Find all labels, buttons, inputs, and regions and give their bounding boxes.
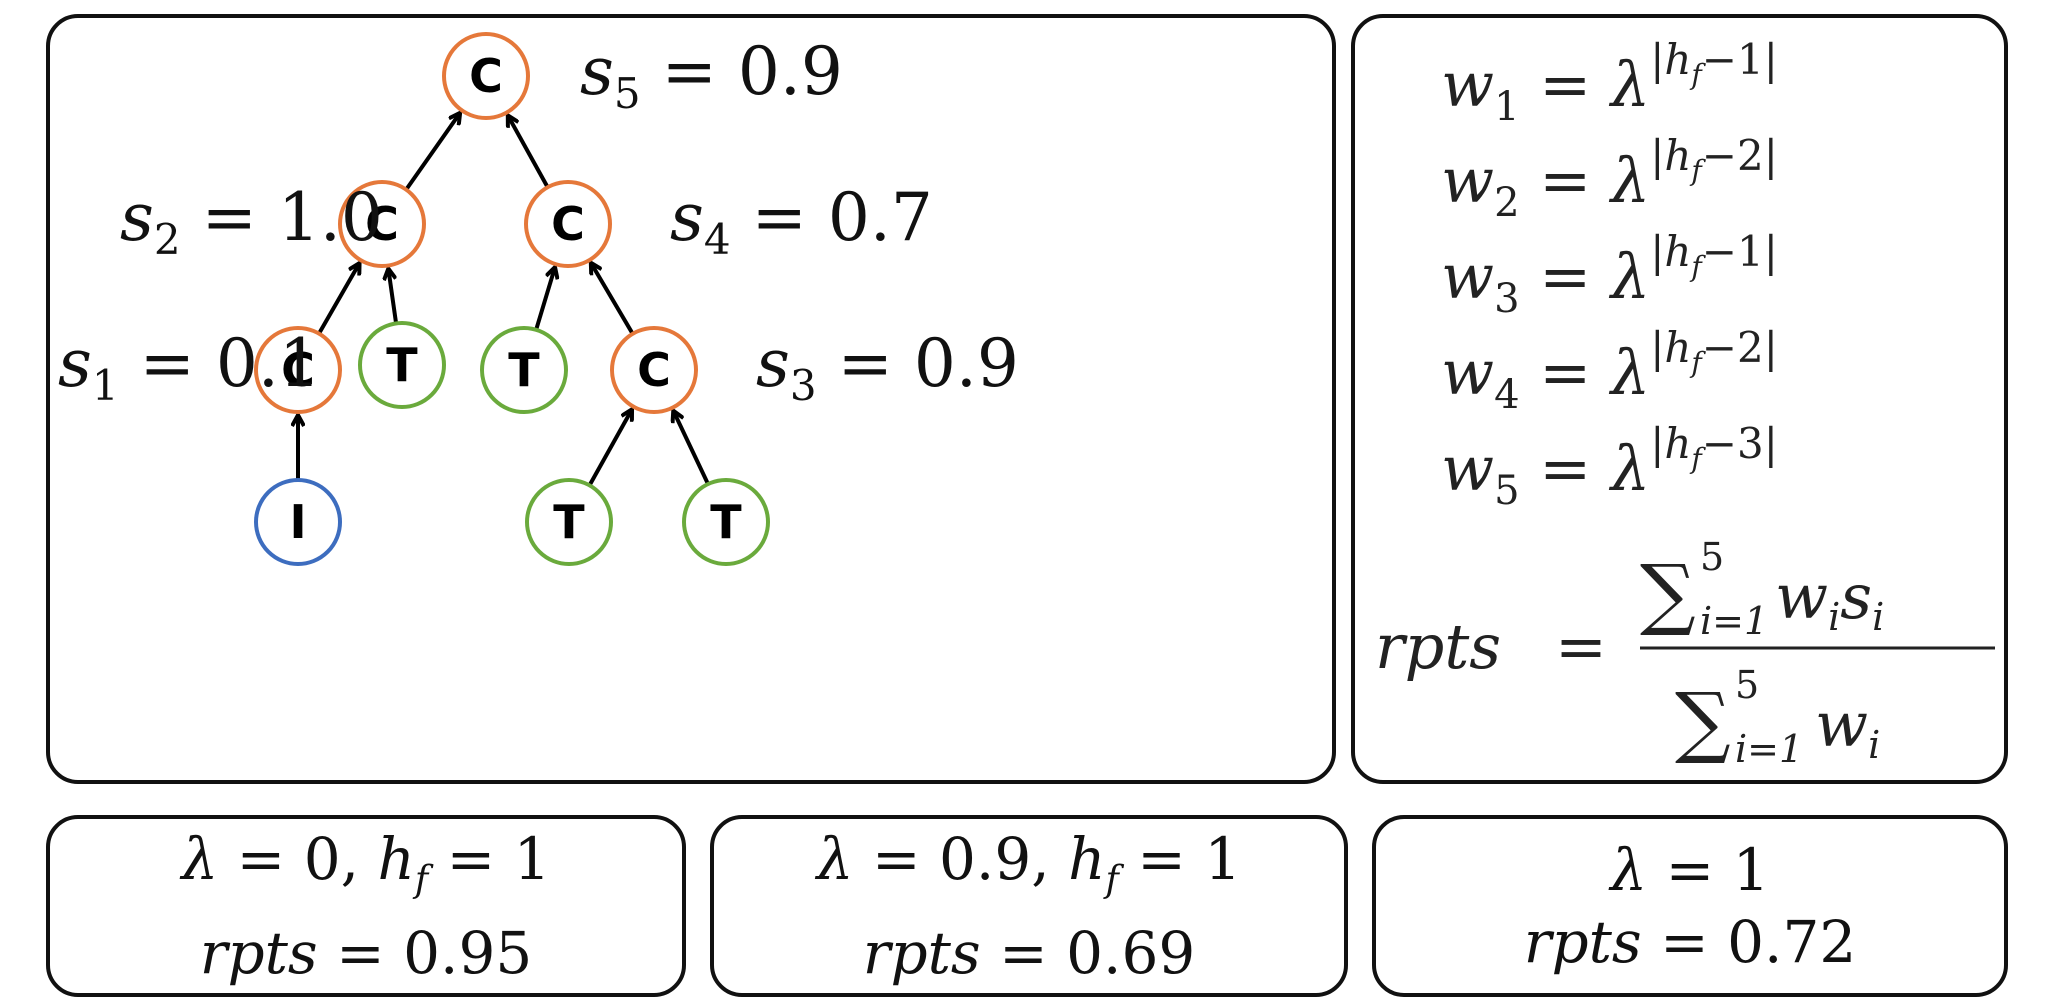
node-circle (338, 180, 426, 268)
node-label: T (553, 495, 585, 549)
tree-node-t: T (682, 478, 770, 566)
numerator-term: wisi (1775, 560, 1884, 639)
tree-node-c: C (254, 326, 342, 414)
case-lambda-0: λ = 0, hf = 1 rpts = 0.95 (46, 815, 686, 997)
case-result: rpts = 0.72 (1523, 908, 1857, 976)
node-label: T (386, 338, 418, 392)
tree-node-c: C (524, 180, 612, 268)
weight-eq-w5: w5 = λ|hf−3| (1441, 419, 1778, 514)
edge-arrow (317, 263, 360, 335)
formula-panel: w1 = λ|hf−1|w2 = λ|hf−2|w3 = λ|hf−1|w4 =… (1351, 14, 2008, 784)
case-lambda-0-9: λ = 0.9, hf = 1 rpts = 0.69 (710, 815, 1348, 997)
tree-node-i: I (254, 478, 342, 566)
node-circle (358, 321, 446, 409)
numerator-sum-sign: ∑ (1640, 549, 1696, 639)
rpts-value: 0.69 (1066, 918, 1196, 987)
edges (298, 113, 710, 487)
node-label: C (365, 197, 399, 251)
rpts-value: 0.72 (1727, 908, 1857, 976)
node-circle (254, 326, 342, 414)
case-params: λ = 0, hf = 1 (181, 825, 551, 901)
node-label: C (637, 343, 671, 397)
nodes: C C C C T T C I T T (254, 32, 770, 566)
rpts-lhs: rpts (1375, 610, 1501, 683)
case-result: rpts = 0.69 (862, 918, 1196, 987)
node-circle (254, 478, 342, 566)
tree-diagram: C C C C T T C I T T s5 = 0.9 s2 = 1.0 s4 = 0.7 s1 = … (58, 32, 1019, 566)
tree-panel: C C C C T T C I T T s5 = 0.9 s2 = 1.0 s4 = 0.7 s1 = … (46, 14, 1336, 784)
score-label-s3: s3 = 0.9 (756, 325, 1019, 410)
denominator-sum-sign: ∑ (1675, 677, 1731, 767)
node-label: T (710, 495, 742, 549)
node-circle (442, 32, 530, 120)
node-label: T (508, 343, 540, 397)
tree-node-t: T (480, 326, 568, 414)
weight-eq-w3: w3 = λ|hf−1| (1441, 227, 1778, 322)
tree-node-t: T (525, 478, 613, 566)
weight-formulas: w1 = λ|hf−1|w2 = λ|hf−2|w3 = λ|hf−1|w4 =… (1375, 35, 1995, 771)
tree-node-c: C (338, 180, 426, 268)
denominator-upper-limit: 5 (1735, 663, 1759, 707)
node-circle (525, 478, 613, 566)
node-label: C (551, 197, 585, 251)
node-circle (524, 180, 612, 268)
weight-equations: w1 = λ|hf−1|w2 = λ|hf−2|w3 = λ|hf−1|w4 =… (1441, 35, 1778, 514)
edge-arrow (591, 263, 635, 335)
score-label-s2: s2 = 1.0 (120, 179, 383, 264)
case-params: λ = 0.9, hf = 1 (816, 825, 1242, 901)
node-label: C (281, 343, 315, 397)
denominator-term: wi (1815, 688, 1880, 767)
rpts-equals: = (1555, 610, 1607, 683)
numerator-lower-limit: i=1 (1700, 599, 1768, 643)
rpts-value: 0.95 (403, 918, 533, 987)
score-labels: s5 = 0.9 s2 = 1.0 s4 = 0.7 s1 = 0.1 s3 = 0.9 (58, 33, 1019, 410)
node-label: C (469, 49, 503, 103)
node-label: I (289, 495, 306, 549)
node-circle (610, 326, 698, 414)
rpts-formula: rpts = ∑ 5 i=1 wisi ∑ 5 i=1 wi (1375, 535, 1995, 771)
tree-node-c: C (442, 32, 530, 120)
weight-eq-w1: w1 = λ|hf−1| (1441, 35, 1778, 130)
edge-arrow (587, 409, 632, 487)
case-result: rpts = 0.95 (199, 918, 533, 987)
edge-arrow (388, 269, 399, 324)
edge-arrow (673, 411, 710, 485)
edge-arrow (404, 113, 460, 191)
score-label-s1: s1 = 0.1 (58, 325, 321, 410)
numerator-upper-limit: 5 (1700, 535, 1724, 579)
score-label-s4: s4 = 0.7 (670, 179, 933, 264)
weight-eq-w2: w2 = λ|hf−2| (1441, 131, 1778, 226)
case-params: λ = 1 (1610, 836, 1770, 904)
tree-node-c: C (610, 326, 698, 414)
edge-arrow (508, 115, 550, 189)
tree-node-t: T (358, 321, 446, 409)
edge-arrow (534, 267, 555, 331)
score-label-s5: s5 = 0.9 (580, 33, 843, 118)
weight-eq-w4: w4 = λ|hf−2| (1441, 323, 1778, 418)
case-lambda-1: λ = 1 rpts = 0.72 (1372, 815, 2008, 997)
denominator-lower-limit: i=1 (1735, 727, 1803, 771)
node-circle (682, 478, 770, 566)
node-circle (480, 326, 568, 414)
